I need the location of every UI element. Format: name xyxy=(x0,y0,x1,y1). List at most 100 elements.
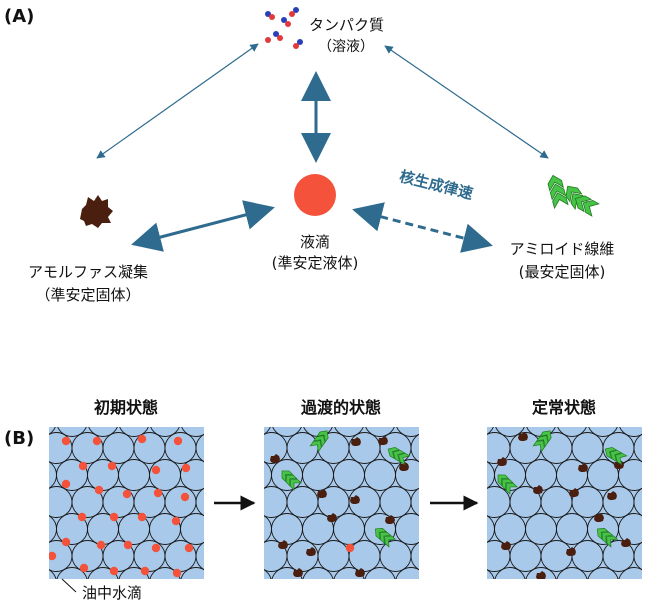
droplet-dot xyxy=(94,485,104,495)
droplet-dot xyxy=(140,566,150,576)
water-droplet-well xyxy=(410,487,419,517)
aggregate-blob xyxy=(327,513,337,522)
droplet-state-label: (準安定液体) xyxy=(272,254,359,272)
aggregate-blob xyxy=(317,489,327,498)
water-droplet-well xyxy=(495,427,525,437)
water-droplet-well xyxy=(181,427,204,437)
droplet-dot xyxy=(79,563,89,573)
aggregate-blob xyxy=(293,568,303,577)
droplet-dot xyxy=(151,465,161,475)
water-droplet-well xyxy=(57,427,87,437)
water-droplet-well xyxy=(264,569,272,579)
water-droplet-well xyxy=(195,433,204,463)
water-droplet-well xyxy=(149,567,181,579)
aggregate-blob xyxy=(566,547,576,556)
arrow-droplet-amorphous xyxy=(131,200,275,252)
droplet-dot xyxy=(92,436,102,446)
droplet-icon xyxy=(294,174,336,216)
droplet-dot xyxy=(61,479,71,489)
aggregate-blob xyxy=(278,540,288,549)
arrow-protein-amyloid xyxy=(384,45,549,159)
water-droplet-well xyxy=(410,541,419,571)
droplet-label: 液滴 xyxy=(300,233,330,251)
nucleation-label: 核生成律速 xyxy=(398,167,475,203)
protein-state-label: （溶液） xyxy=(318,39,374,55)
droplet-dot xyxy=(181,463,191,473)
water-droplet-well xyxy=(619,427,642,437)
water-droplet-well xyxy=(395,459,419,491)
water-droplet-well xyxy=(150,427,180,437)
aggregate-blob xyxy=(594,513,604,522)
water-droplet-well xyxy=(180,567,204,579)
fibril xyxy=(532,430,552,453)
fibril xyxy=(309,430,329,453)
stage-title-initial: 初期状態 xyxy=(94,398,158,417)
amorphous-aggregate-icon xyxy=(80,195,113,228)
callout-line xyxy=(61,578,77,593)
aggregate-blob xyxy=(270,454,280,463)
water-droplet-well xyxy=(195,487,204,517)
aggregate-blob xyxy=(351,437,361,446)
water-droplet-well xyxy=(195,541,204,571)
amyloid-label: アミロイド線維 xyxy=(510,240,615,258)
stage-title-steady: 定常状態 xyxy=(531,398,596,417)
aggregate-blob xyxy=(533,485,543,494)
droplet-dot xyxy=(173,436,183,446)
amorphous-label: アモルファス凝集 xyxy=(28,263,148,281)
panel-initial xyxy=(49,427,204,579)
water-droplet-well xyxy=(525,567,557,579)
aggregate-blob xyxy=(607,491,617,500)
panel-b-label: (B) xyxy=(4,428,34,449)
aggregate-blob xyxy=(578,463,588,472)
protein-molecules-icon xyxy=(265,7,303,49)
water-droplet-well xyxy=(618,459,642,491)
water-droplet-well xyxy=(395,567,419,579)
droplet-dot xyxy=(171,516,181,526)
water-droplet-well xyxy=(49,569,57,579)
amyloid-fibril-icon xyxy=(547,174,600,217)
water-droplet-well xyxy=(302,567,334,579)
water-droplet-well xyxy=(88,427,118,437)
droplet-dot xyxy=(49,551,57,561)
water-droplet-well xyxy=(556,567,588,579)
water-droplet-well xyxy=(364,567,396,579)
water-droplet-well xyxy=(334,427,364,437)
water-droplet-well xyxy=(396,427,419,437)
aggregate-blob xyxy=(621,538,631,547)
aggregate-blob xyxy=(378,436,388,445)
water-droplet-well xyxy=(633,487,642,517)
water-droplet-well xyxy=(618,567,642,579)
water-droplet-well xyxy=(487,427,494,435)
water-droplet-well xyxy=(633,541,642,571)
droplet-dot xyxy=(345,543,355,553)
fibril xyxy=(597,527,619,548)
water-droplet-well xyxy=(87,567,119,579)
panel-steady xyxy=(487,427,642,579)
arrows xyxy=(96,43,549,253)
water-droplet-well xyxy=(56,567,88,579)
droplet-dot xyxy=(123,540,133,550)
aggregate-blob xyxy=(399,462,409,471)
water-droplet-well xyxy=(271,567,303,579)
protein-label: タンパク質 xyxy=(309,16,384,34)
water-droplet-well xyxy=(395,513,419,545)
droplet-dot xyxy=(78,461,88,471)
water-droplet-well xyxy=(119,427,149,437)
droplet-dot xyxy=(77,512,87,522)
fibril xyxy=(604,446,628,466)
water-droplet-well xyxy=(633,433,642,463)
panel-transient xyxy=(264,427,419,579)
water-droplet-well xyxy=(588,427,618,437)
aggregate-blob xyxy=(501,541,511,550)
amyloid-state-label: (最安定固体) xyxy=(519,263,606,281)
droplet-dot xyxy=(137,434,147,444)
water-droplet-well xyxy=(618,513,642,545)
water-droplet-well xyxy=(557,427,587,437)
aggregate-blob xyxy=(518,432,528,441)
water-droplet-well xyxy=(410,433,419,463)
arrow-protein-amorphous xyxy=(96,43,259,159)
aggregate-blob xyxy=(569,488,579,497)
aggregate-blob xyxy=(306,547,316,556)
water-droplet-well xyxy=(487,569,495,579)
